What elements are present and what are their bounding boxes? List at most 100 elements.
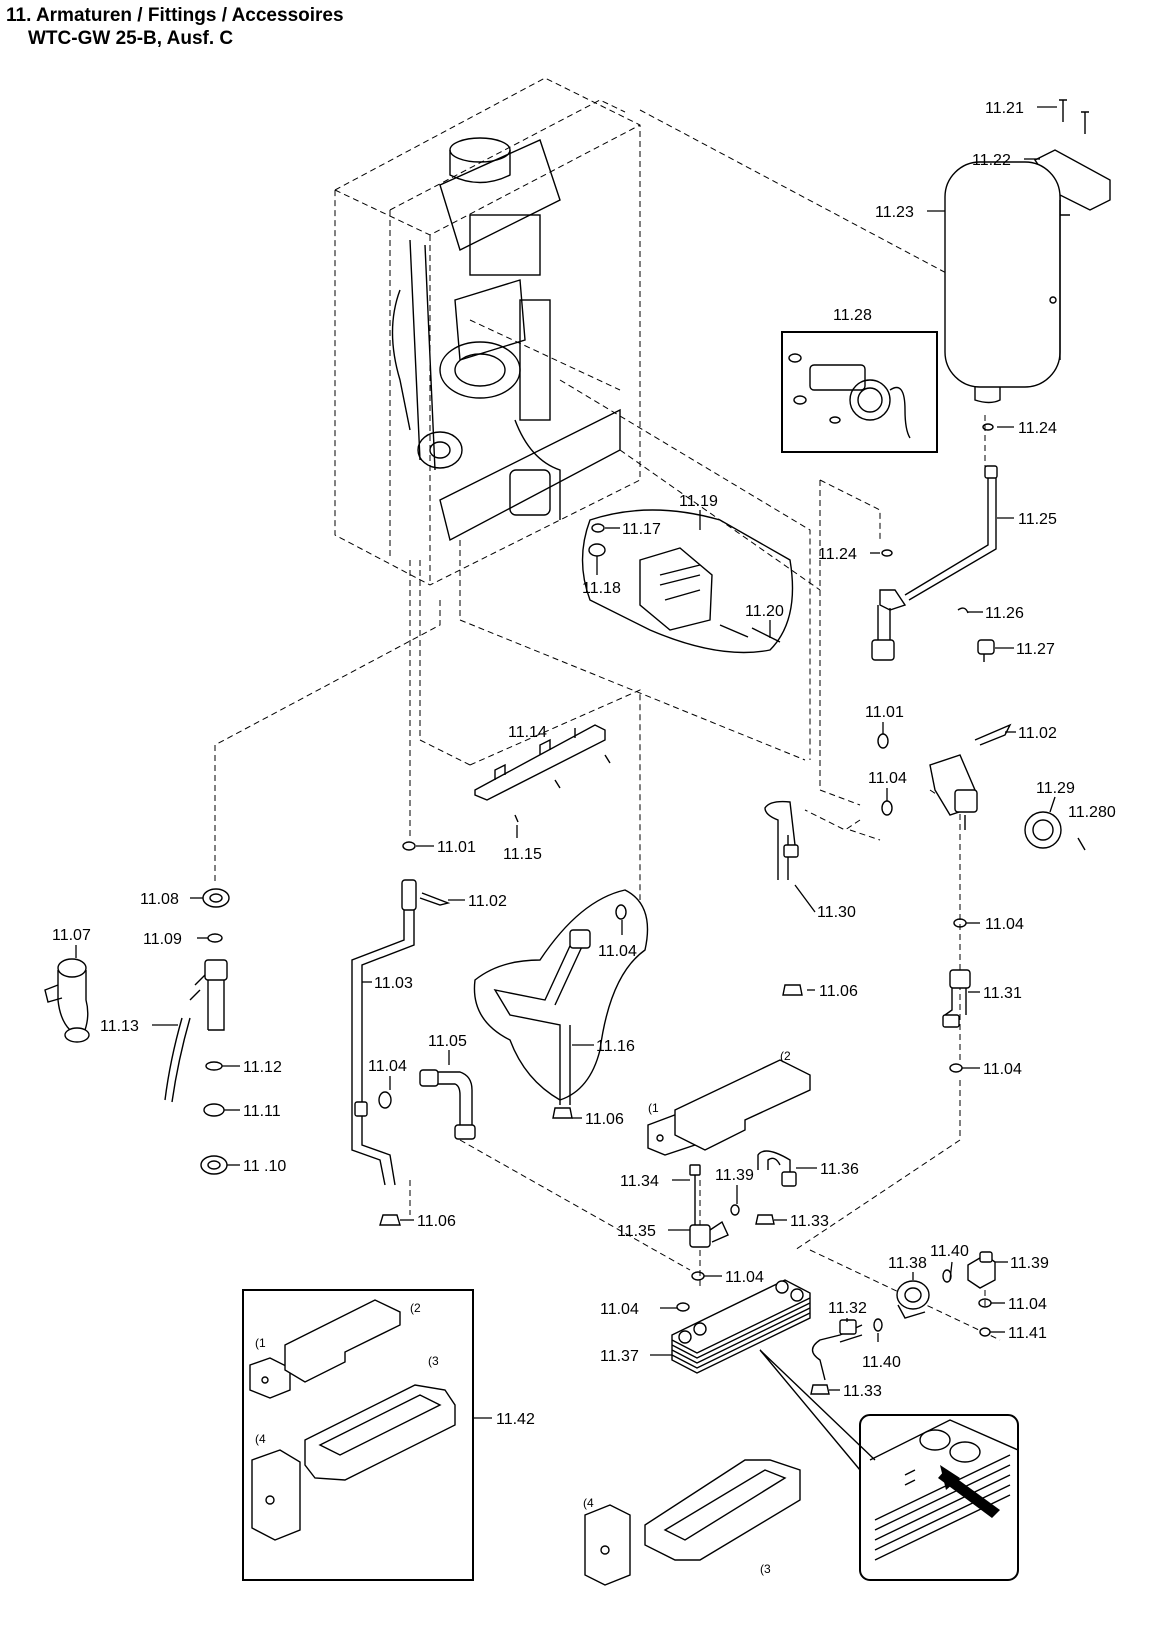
callout-11-02-left: 11.02 [468,893,507,910]
o-ring-11-04-left [378,1091,392,1109]
callout-11-280: 11.280 [1068,804,1116,821]
callout-11-06-pipe16-bottom: 11.06 [585,1111,624,1128]
o-ring-11-04-right [881,800,893,816]
callout-11-10: 11 .10 [243,1158,286,1175]
fan-housing-11-19 [639,547,713,631]
kit-11-42-part-1 [249,1357,291,1399]
callout-11-11: 11.11 [243,1103,281,1120]
o-ring-11-40-lower [873,1318,883,1332]
cap-11-33-center [755,1214,775,1225]
pipe-11-03 [351,879,417,1186]
cap-11-06-pipe30 [782,984,803,996]
callout-11-37: 11.37 [600,1348,639,1365]
fitting-11-39-right [967,1251,996,1289]
callout-11-04-hx-top: 11.04 [725,1269,764,1286]
o-ring-11-04-hx-left [676,1302,690,1312]
subpart-3-kit: (3 [428,1354,439,1368]
fitting-11-31 [942,969,971,1028]
bent-pipe-11-16 [493,929,591,1105]
boiler-internal-assembly [391,137,621,542]
callout-11-34: 11.34 [620,1173,659,1190]
callout-11-31: 11.31 [983,985,1022,1002]
callout-11-02-right: 11.02 [1018,725,1057,742]
subpart-4-kit: (4 [255,1432,266,1446]
title-line-1: 11. Armaturen / Fittings / Accessoires [6,5,344,26]
callout-11-06-pipe30: 11.06 [819,983,858,1000]
valve-body [929,754,978,830]
subpart-2-kit: (2 [410,1301,421,1315]
callout-11-38: 11.38 [888,1255,927,1272]
subpart-2-center: (2 [780,1049,791,1063]
callout-11-39-right: 11.39 [1010,1255,1049,1272]
title-line-2: WTC-GW 25-B, Ausf. C [28,28,234,49]
callout-11-25: 11.25 [1018,511,1057,528]
detail-leader [759,1349,876,1471]
cap-11-06-pipe16 [552,1107,573,1119]
callout-11-28: 11.28 [833,307,872,324]
clip-11-02-left [419,892,451,906]
callout-11-20: 11.20 [745,603,784,620]
callout-11-13: 11.13 [100,1018,139,1035]
pipe-11-32 [811,1319,863,1381]
callout-11-01-left: 11.01 [437,839,476,856]
callout-11-04-lower-right: 11.04 [983,1061,1022,1078]
pipe-11-36 [757,1150,797,1187]
o-ring-11-04-pipe16 [615,904,627,920]
callout-11-40-upper: 11.40 [930,1243,969,1260]
callout-11-42: 11.42 [496,1411,535,1428]
callout-11-39-center: 11.39 [715,1167,754,1184]
subpart-labels: (1 (2 (3 (4 (1 (2 (3 (4 [255,1049,791,1576]
o-ring-11-01-right [877,733,889,749]
sensor-11-34 [689,1164,701,1225]
callout-11-40-lower: 11.40 [862,1354,901,1371]
callout-11-09: 11.09 [143,931,182,948]
o-ring-11-17 [591,523,605,533]
motor-11-29 [1024,811,1062,849]
callout-11-17: 11.17 [622,521,661,538]
plug-11-27 [977,639,995,662]
pipe-11-05 [419,1069,476,1140]
cap-11-41 [979,1327,991,1337]
callout-11-04-left: 11.04 [368,1058,407,1075]
callout-11-16: 11.16 [596,1038,635,1055]
o-ring-11-04-hx-top [691,1271,705,1281]
insulation-part-3-loose [644,1459,801,1561]
callout-11-03: 11.03 [374,975,413,992]
inset-box-11-42 [242,1289,474,1581]
callout-11-26: 11.26 [985,605,1024,622]
kit-11-42-part-4 [251,1449,301,1541]
callout-11-29: 11.29 [1036,780,1075,797]
callout-11-24-mid: 11.24 [818,546,857,563]
callout-11-23: 11.23 [875,204,914,221]
o-ring-11-24-top [982,423,994,431]
subpart-4-bottom: (4 [583,1496,594,1510]
insulation-part-2 [674,1059,811,1151]
callout-11-04-upper-right: 11.04 [985,916,1024,933]
bracket-11-14 [474,724,606,801]
insulation-part-4-loose [584,1504,631,1586]
subpart-1-center: (1 [648,1101,659,1115]
callout-11-22: 11.22 [972,152,1011,169]
group-outline-11-16 [473,889,649,1101]
valve-11-38 [896,1280,930,1319]
callout-11-04-right: 11.04 [868,770,907,787]
heat-exchanger-11-37 [671,1279,811,1374]
callout-11-04-hx-left: 11.04 [600,1301,639,1318]
o-ring-11-18 [588,543,606,557]
o-ring-11-12 [205,1061,223,1071]
detail-inset-box [859,1414,1019,1581]
screws-11-20 [719,624,781,643]
callout-11-33-lower: 11.33 [843,1383,882,1400]
subpart-1-kit: (1 [255,1336,266,1350]
tee-fitting-pipe [871,589,907,661]
clip-11-02-right [974,723,1012,746]
callout-11-36: 11.36 [820,1161,859,1178]
valve-assembly-11-13 [164,959,228,1103]
boiler-housing [334,77,641,586]
callout-11-18: 11.18 [582,580,621,597]
pipe-11-25 [904,465,998,601]
screws-11-15 [514,754,611,823]
callout-leaders [75,106,1057,1419]
cap-11-33-lower [810,1384,830,1395]
